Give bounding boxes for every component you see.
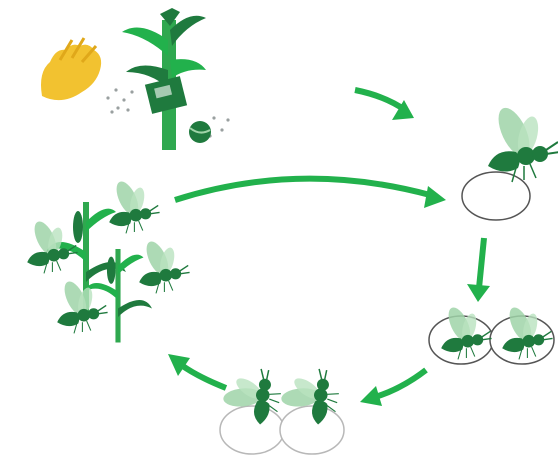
cornfield-stage xyxy=(27,178,189,342)
wasp-icon xyxy=(109,178,159,233)
single-wasp-stage xyxy=(462,103,558,220)
hand-release-stage xyxy=(41,8,230,150)
arrow-to-single-wasp xyxy=(355,90,414,120)
arrow-to-cornfield xyxy=(168,354,226,388)
ball-icon xyxy=(189,121,211,143)
emerging-stage xyxy=(216,358,348,454)
arrow-down-right xyxy=(467,238,490,302)
egg-outline xyxy=(462,172,530,220)
egg-emerged-left xyxy=(220,406,284,454)
hand-icon xyxy=(41,38,101,100)
egg-emerged-right xyxy=(280,406,344,454)
wasp-icon xyxy=(139,238,189,293)
paired-eggs-stage xyxy=(429,304,554,364)
arrow-top-long xyxy=(175,179,446,208)
corn-plant-icon xyxy=(84,249,152,343)
arrow-to-emerging xyxy=(360,370,426,406)
release-card-icon xyxy=(145,76,187,114)
wasp-icon xyxy=(488,103,558,182)
